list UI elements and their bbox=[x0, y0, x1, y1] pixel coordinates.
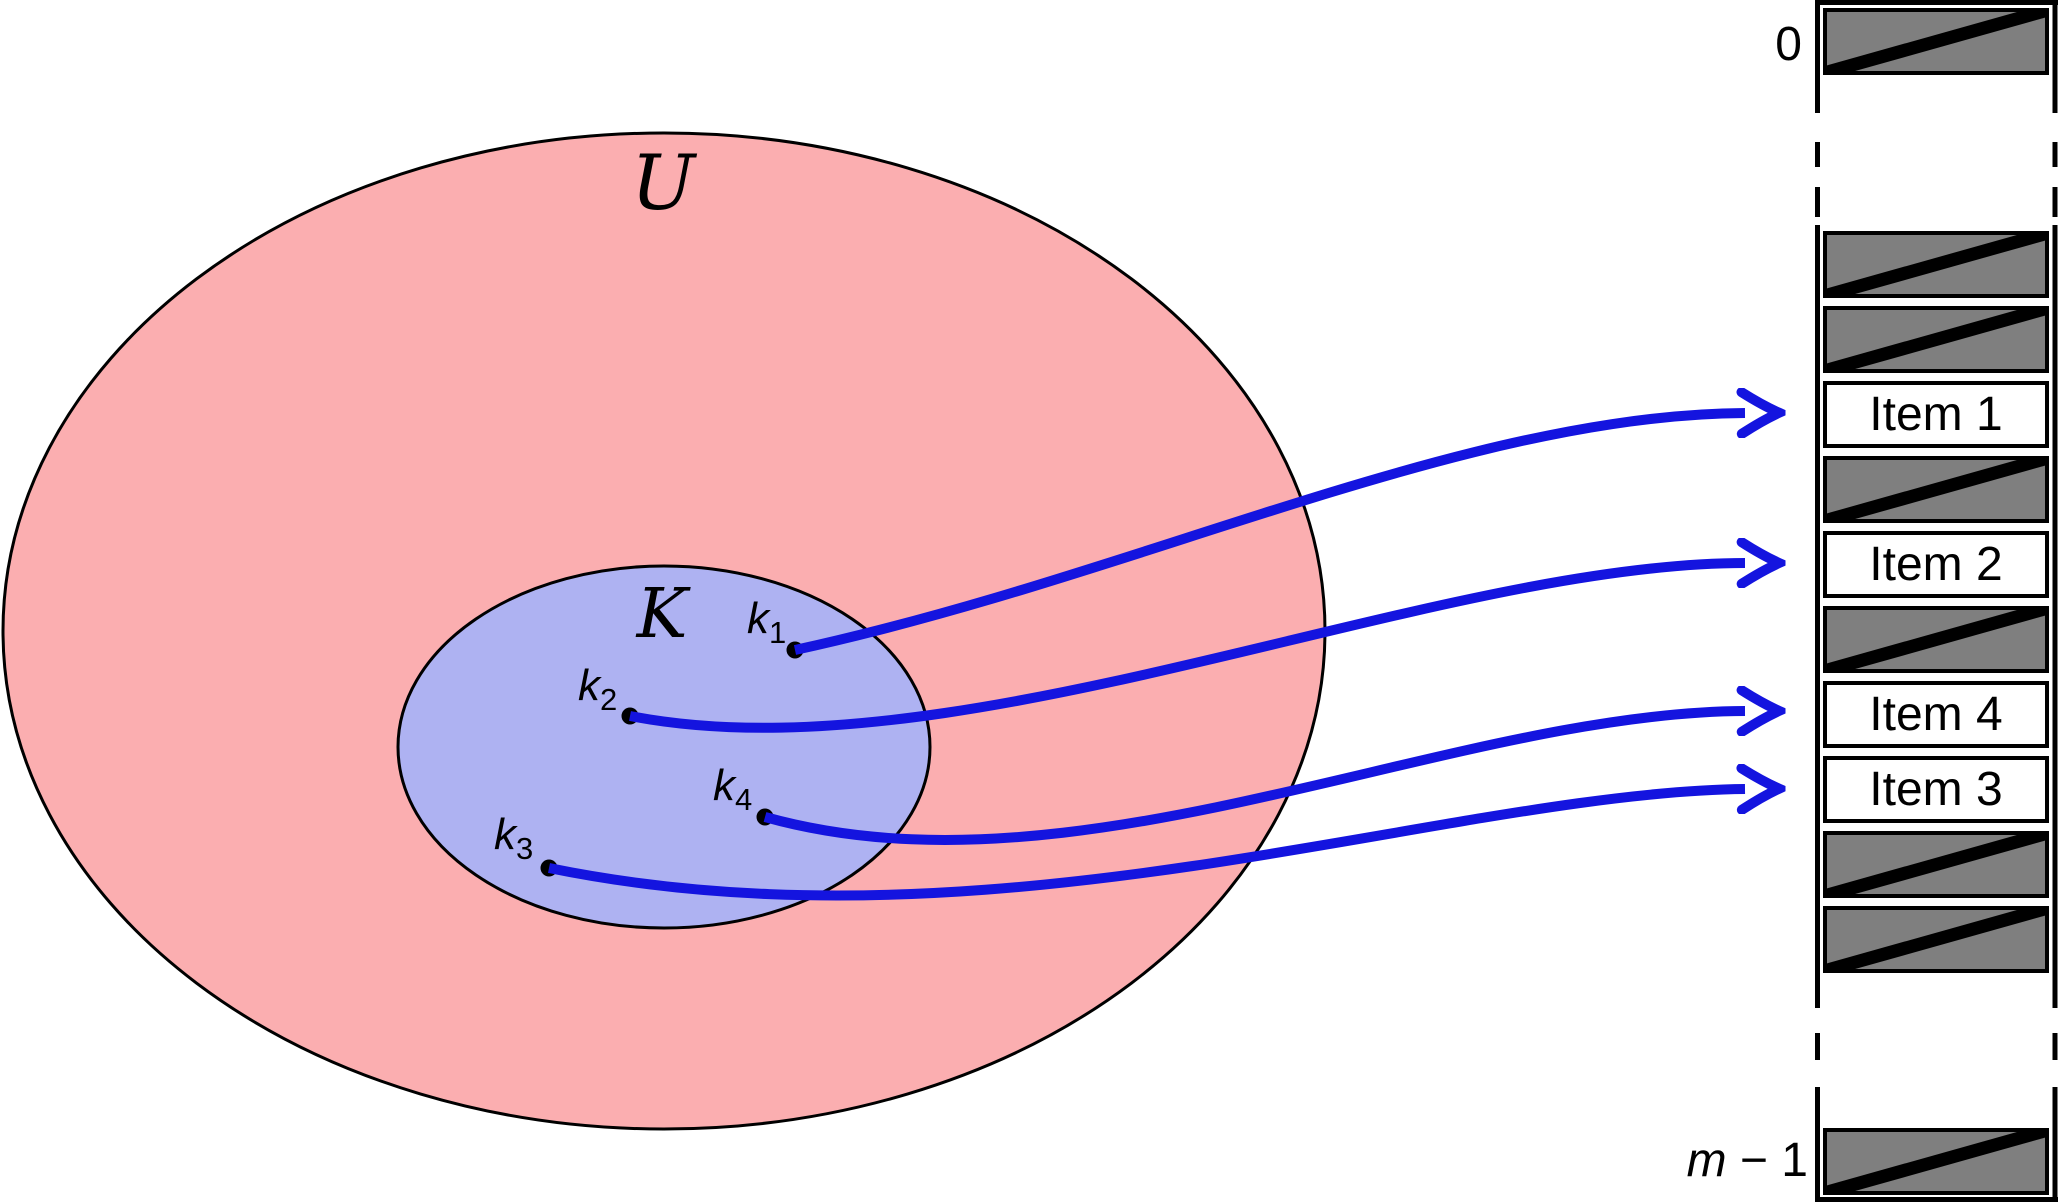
slot-item-label: Item 3 bbox=[1869, 763, 2003, 816]
key-label-k2: k2 bbox=[578, 661, 617, 717]
slot-item-label: Item 2 bbox=[1869, 538, 2003, 591]
hash-slot-empty-0 bbox=[1823, 8, 2049, 75]
array-index-m-1: m − 1 bbox=[1687, 1134, 1808, 1187]
arrow-k3-to-item3 bbox=[548, 789, 1745, 901]
nil-slash-icon bbox=[1827, 310, 2045, 369]
nil-slash-icon bbox=[1827, 610, 2045, 669]
nil-slash-icon bbox=[1827, 460, 2045, 519]
array-index-0: 0 bbox=[1775, 18, 1802, 71]
slot-item-label: Item 4 bbox=[1869, 688, 2003, 741]
hash-slot-empty-4 bbox=[1823, 456, 2049, 523]
key-label-k3: k3 bbox=[494, 810, 533, 866]
hash-slot-empty-11 bbox=[1823, 1128, 2049, 1195]
hash-slot-item-1: Item 1 bbox=[1823, 381, 2049, 448]
key-label-k1: k1 bbox=[747, 594, 786, 650]
slot-item-label: Item 1 bbox=[1869, 388, 2003, 441]
hash-slot-item-2: Item 2 bbox=[1823, 531, 2049, 598]
nil-slash-icon bbox=[1827, 12, 2045, 71]
nil-slash-icon bbox=[1827, 910, 2045, 969]
key-label-k4: k4 bbox=[713, 761, 752, 817]
nil-slash-icon bbox=[1827, 235, 2045, 294]
hash-slot-empty-9 bbox=[1823, 831, 2049, 898]
hash-slot-empty-1 bbox=[1823, 231, 2049, 298]
hash-slot-item-4: Item 4 bbox=[1823, 681, 2049, 748]
nil-slash-icon bbox=[1827, 835, 2045, 894]
hash-slot-empty-6 bbox=[1823, 606, 2049, 673]
arrow-k4-to-item4 bbox=[763, 711, 1745, 845]
arrow-k2-to-item2 bbox=[629, 563, 1745, 733]
nil-slash-icon bbox=[1827, 1132, 2045, 1191]
universe-label: U bbox=[631, 138, 698, 227]
hash-slot-empty-2 bbox=[1823, 306, 2049, 373]
keys-set-label: K bbox=[635, 575, 692, 654]
hash-slot-empty-10 bbox=[1823, 906, 2049, 973]
hash-slot-item-3: Item 3 bbox=[1823, 756, 2049, 823]
arrow-k1-to-item1 bbox=[793, 413, 1745, 655]
